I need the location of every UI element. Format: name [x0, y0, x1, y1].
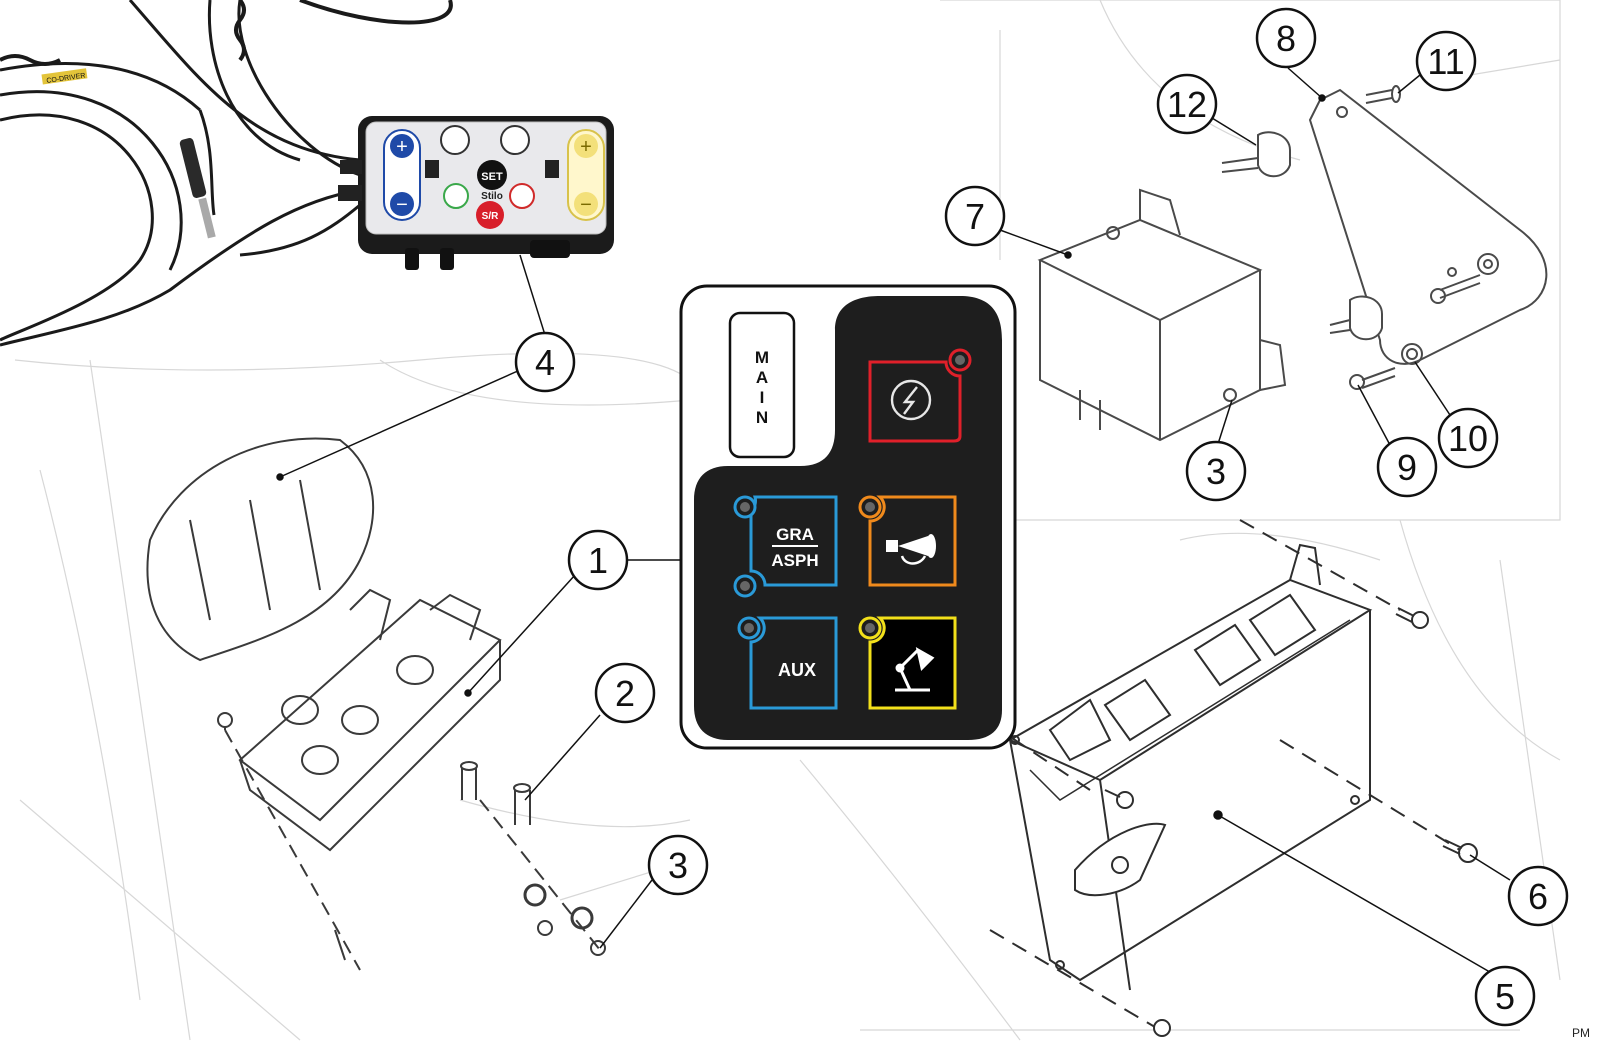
leader-lines	[276, 67, 1511, 976]
svg-text:4: 4	[535, 342, 555, 383]
callout-5: 5	[1474, 965, 1536, 1027]
aux-label: AUX	[778, 660, 816, 680]
call-accept-icon[interactable]	[443, 183, 469, 209]
call-end-icon[interactable]	[509, 183, 535, 209]
callout-8: 8	[1255, 7, 1317, 69]
codriver-volume-down-button[interactable]	[574, 192, 598, 216]
intercom-mode-icon[interactable]	[440, 125, 470, 155]
callout-1: 1	[567, 529, 629, 591]
driver-volume-up-button[interactable]	[390, 134, 414, 158]
power-icon	[890, 379, 932, 421]
svg-text:12: 12	[1167, 84, 1207, 125]
svg-text:9: 9	[1397, 447, 1417, 488]
callout-2: 2	[594, 662, 656, 724]
set-label: SET	[481, 171, 503, 183]
callout-11: 11	[1415, 30, 1477, 92]
main-letter-3: I	[760, 388, 765, 407]
codriver-volume-up-button[interactable]	[574, 134, 598, 158]
bracket-assembly	[1037, 85, 1548, 442]
main-letter-1: M	[755, 348, 769, 367]
svg-text:7: 7	[965, 196, 985, 237]
lamp-switch[interactable]	[858, 616, 957, 710]
asphalt-label: ASPH	[771, 551, 818, 570]
set-button[interactable]	[477, 160, 507, 190]
callout-3-left: 3	[647, 834, 709, 896]
gravel-asphalt-switch[interactable]: GRA ASPH	[733, 495, 838, 598]
svg-text:3: 3	[668, 845, 688, 886]
svg-text:10: 10	[1448, 418, 1488, 459]
ecu-assembly	[989, 519, 1478, 1037]
callout-4: 4	[514, 331, 576, 393]
switch-box-assembly	[146, 437, 606, 971]
intercom-level-icon[interactable]	[500, 125, 530, 155]
horn-switch[interactable]	[858, 495, 957, 587]
main-switch-label-box	[728, 311, 796, 459]
callout-7: 7	[944, 185, 1006, 247]
callout-12: 12	[1156, 73, 1218, 135]
main-letter-4: N	[756, 408, 768, 427]
sr-label: S/R	[482, 211, 499, 222]
power-switch[interactable]	[868, 348, 972, 443]
driver-volume-down-button[interactable]	[390, 192, 414, 216]
codriver-minus-label: −	[580, 194, 592, 216]
codriver-plus-label: +	[580, 136, 592, 158]
svg-text:2: 2	[615, 673, 635, 714]
svg-text:11: 11	[1427, 41, 1464, 82]
sr-button[interactable]	[476, 201, 504, 229]
callouts: 1 2 3 4 5 6 7 8 11 12 3 9 10	[514, 7, 1569, 1027]
lamp-icon	[895, 647, 935, 692]
main-letter-2: A	[756, 368, 768, 387]
background-linework	[14, 0, 1561, 1041]
corner-mark: PM	[1572, 1026, 1590, 1040]
aux-switch[interactable]: AUX	[737, 616, 838, 710]
callout-10: 10	[1437, 407, 1499, 469]
callout-9: 9	[1376, 436, 1438, 498]
svg-text:5: 5	[1495, 976, 1515, 1017]
driver-minus-label: −	[396, 194, 408, 216]
svg-text:6: 6	[1528, 876, 1548, 917]
svg-text:8: 8	[1276, 18, 1296, 59]
callout-6: 6	[1507, 865, 1569, 927]
intercom-photo: CO-DRIVER + − + − SET Sti	[0, 0, 614, 347]
gravel-label: GRA	[776, 525, 814, 544]
svg-text:1: 1	[588, 540, 608, 581]
driver-plus-label: +	[396, 136, 408, 158]
callout-3-right: 3	[1185, 440, 1247, 502]
svg-text:3: 3	[1206, 451, 1226, 492]
horn-icon	[886, 534, 936, 565]
brand-label: Stilo	[481, 191, 503, 202]
switch-panel-inset: M A I N GRA ASPH	[679, 284, 1017, 750]
